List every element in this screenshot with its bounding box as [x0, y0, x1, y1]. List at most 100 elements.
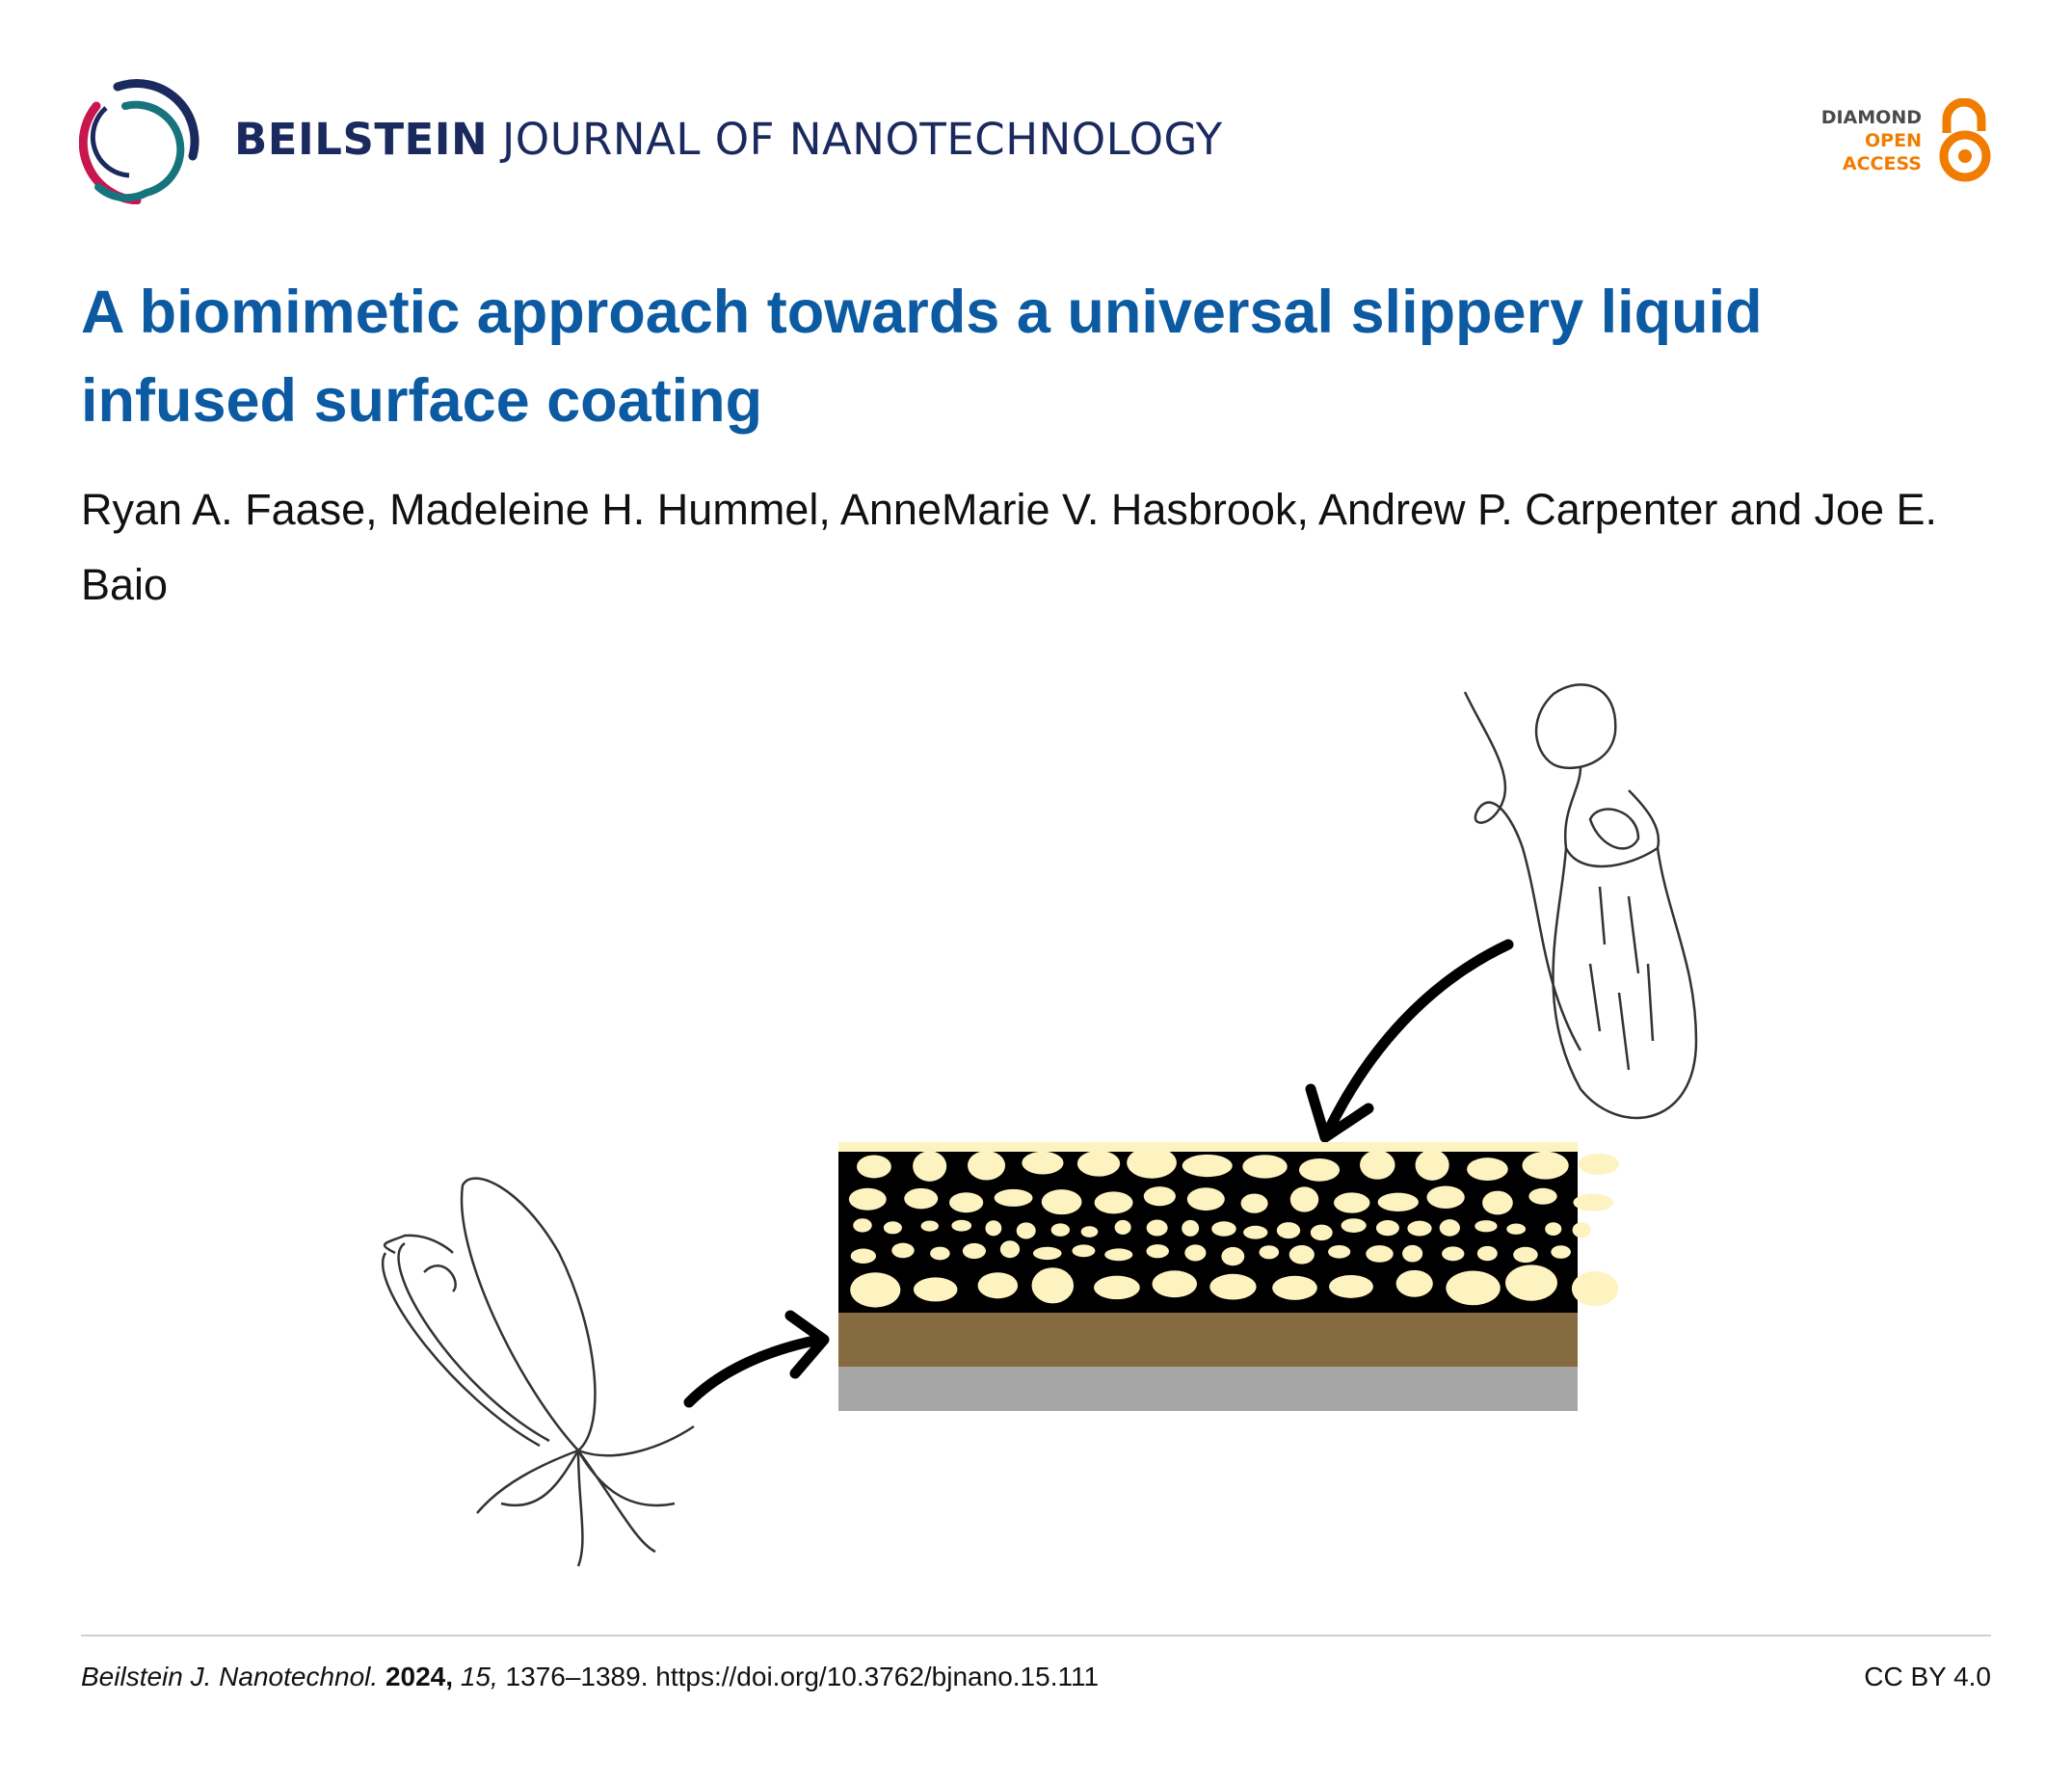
pore — [904, 1187, 939, 1210]
pore — [1573, 1193, 1613, 1211]
arrow-from-mussel — [683, 1334, 825, 1408]
pore — [1127, 1147, 1177, 1179]
pore — [1243, 1225, 1268, 1239]
pore — [1272, 1275, 1317, 1300]
pore — [883, 1221, 902, 1235]
citation: Beilstein J. Nanotechnol. 2024, 15, 1376… — [81, 1662, 1099, 1692]
pore — [968, 1151, 1006, 1181]
pore — [1211, 1221, 1236, 1237]
pore — [994, 1188, 1033, 1207]
pore — [1032, 1246, 1062, 1261]
citation-pages-doi[interactable]: 1376–1389. https://doi.org/10.3762/bjnan… — [505, 1662, 1100, 1691]
pore — [1528, 1187, 1557, 1205]
badge-access: ACCESS — [1842, 153, 1922, 174]
pore — [1474, 1220, 1498, 1233]
pore — [1551, 1245, 1571, 1259]
pore — [857, 1155, 891, 1179]
journal-name-bold: BEILSTEIN — [234, 114, 489, 165]
pore — [1395, 1269, 1433, 1297]
pore — [1076, 1150, 1121, 1177]
pore — [1513, 1246, 1538, 1264]
pore — [1415, 1149, 1449, 1181]
pore — [850, 1272, 901, 1308]
pore — [1209, 1273, 1257, 1300]
pore — [853, 1218, 872, 1233]
pore — [1377, 1192, 1419, 1212]
pore — [999, 1240, 1021, 1259]
pore — [1184, 1244, 1207, 1262]
open-lock-icon — [1939, 98, 1991, 182]
citation-journal: Beilstein J. Nanotechnol. — [81, 1662, 379, 1691]
arrow-from-pitcher — [1324, 939, 1514, 1133]
pore — [891, 1242, 915, 1259]
pores — [848, 1147, 1619, 1308]
pore — [913, 1277, 958, 1302]
pore — [1545, 1222, 1562, 1236]
pore — [1259, 1245, 1280, 1260]
pore — [1242, 1155, 1288, 1179]
pore — [913, 1151, 947, 1182]
pore — [1476, 1245, 1498, 1262]
pore — [1439, 1219, 1460, 1237]
footer-divider — [81, 1635, 1991, 1637]
pore — [1426, 1185, 1465, 1209]
pore — [1366, 1245, 1394, 1263]
pore — [1446, 1270, 1501, 1306]
pore — [1289, 1186, 1319, 1212]
pore — [1240, 1193, 1268, 1213]
pore — [1182, 1154, 1233, 1178]
pore — [1041, 1189, 1082, 1215]
pore — [848, 1187, 887, 1211]
pore — [1407, 1220, 1432, 1237]
journal-name: BEILSTEIN JOURNAL OF NANOTECHNOLOGY — [234, 114, 1223, 165]
pore — [1276, 1222, 1301, 1239]
article-title: A biomimetic approach towards a universa… — [81, 279, 1763, 435]
pore — [1341, 1218, 1367, 1233]
badge-diamond: DIAMOND — [1820, 107, 1922, 128]
pore — [1050, 1223, 1070, 1237]
pore — [930, 1246, 950, 1261]
pore — [1578, 1153, 1619, 1175]
pore — [920, 1220, 939, 1232]
pore — [1022, 1151, 1064, 1175]
graphical-abstract — [382, 683, 1698, 1567]
citation-volume: 15, — [460, 1662, 498, 1691]
pore — [949, 1192, 984, 1213]
pore — [1482, 1190, 1513, 1215]
pore — [1072, 1244, 1096, 1258]
diamond-open-access-badge: DIAMOND OPEN ACCESS — [1812, 98, 1995, 185]
substrate-layer — [838, 1367, 1578, 1411]
citation-year: 2024, — [385, 1662, 454, 1691]
pore — [1360, 1150, 1395, 1180]
badge-open: OPEN — [1865, 130, 1922, 151]
pore — [1442, 1246, 1465, 1262]
pore — [1467, 1158, 1508, 1181]
pore — [1186, 1187, 1225, 1211]
pore — [1571, 1270, 1619, 1307]
pitcher-plant-drawing — [1463, 683, 1698, 1120]
journal-name-rest: JOURNAL OF NANOTECHNOLOGY — [502, 114, 1223, 165]
pore — [1221, 1246, 1245, 1266]
adhesive-layer — [838, 1313, 1578, 1367]
mussel-drawing — [382, 1177, 695, 1567]
beilstein-logo — [79, 79, 199, 204]
pore — [1288, 1245, 1315, 1264]
pore — [951, 1219, 972, 1232]
pore — [1016, 1222, 1036, 1239]
pore — [1310, 1224, 1333, 1241]
pore — [985, 1220, 1002, 1237]
pore — [1080, 1226, 1099, 1237]
pore — [962, 1242, 986, 1260]
pore — [1094, 1275, 1140, 1300]
pore — [1328, 1244, 1351, 1259]
pore — [1182, 1219, 1200, 1237]
pore — [1104, 1248, 1133, 1262]
license: CC BY 4.0 — [1864, 1662, 1991, 1691]
pore — [1146, 1244, 1169, 1259]
pore — [1146, 1219, 1168, 1237]
pore — [1152, 1270, 1197, 1298]
pore — [1143, 1186, 1176, 1207]
pore — [977, 1272, 1019, 1299]
pore — [1114, 1219, 1131, 1235]
pore — [1329, 1274, 1373, 1298]
